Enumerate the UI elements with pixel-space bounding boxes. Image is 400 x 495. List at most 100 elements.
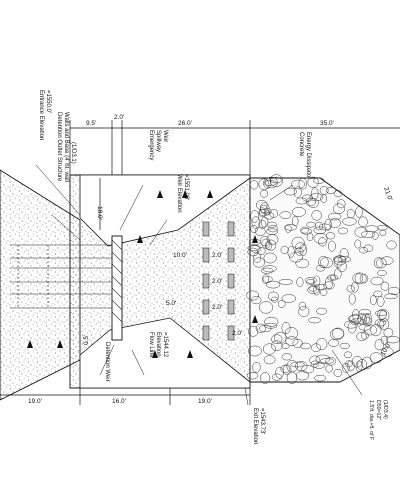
riprap-stone [376, 296, 385, 307]
riprap-stone [300, 226, 309, 234]
riprap-stone [364, 313, 372, 324]
svg-text:Detention Weir: Detention Weir [104, 342, 110, 382]
dim-side-small: 0.5' [83, 335, 90, 345]
riprap-stone [265, 176, 278, 189]
riprap-stone [281, 322, 291, 334]
riprap-stone [285, 336, 299, 346]
riprap-stone [328, 212, 342, 221]
flow-arrows [27, 190, 258, 358]
riprap-stone [266, 228, 279, 235]
riprap-stone [298, 301, 307, 311]
svg-text:Energy Dissipator: Energy Dissipator [305, 132, 311, 179]
energy-dissipator-riprap [249, 177, 400, 383]
svg-text:Concrete: Concrete [298, 132, 304, 157]
riprap-stone [271, 334, 283, 345]
riprap-stone [318, 255, 329, 269]
riprap-stone [363, 324, 377, 336]
riprap-stone [316, 337, 328, 351]
riprap-stone [255, 323, 266, 333]
svg-text:Emergency: Emergency [148, 130, 154, 160]
riprap-stone [315, 264, 326, 272]
riprap-stone [319, 358, 335, 364]
riprap-stone [328, 240, 336, 252]
riprap-stone [268, 291, 279, 301]
riprap-stone [295, 242, 307, 252]
riprap-stone [357, 313, 367, 326]
riprap-stone [339, 248, 349, 261]
riprap-stone [379, 229, 387, 237]
riprap-stone [384, 293, 398, 300]
riprap-stone [248, 345, 262, 357]
riprap-stone [354, 239, 362, 249]
riprap-stone [251, 216, 261, 229]
svg-text:=1551.00': =1551.00' [183, 174, 189, 200]
riprap-stone [308, 285, 318, 292]
riprap-stone [349, 313, 362, 326]
svg-text:Weir Elevation: Weir Elevation [176, 174, 182, 213]
riprap-stone [260, 189, 269, 198]
riprap-stone [342, 362, 350, 373]
svg-text:Detention Outlet Structure: Detention Outlet Structure [56, 112, 62, 182]
riprap-stone [262, 274, 269, 284]
riprap-stone [337, 227, 348, 235]
dim-bottom-mid: 16.0' [112, 398, 126, 405]
riprap-stone [265, 280, 281, 289]
riprap-stone [336, 199, 346, 209]
callout-detention-weir: Detention Weir [104, 342, 110, 382]
riprap-stone [361, 331, 369, 340]
riprap-stone [252, 361, 261, 373]
riprap-stone [380, 256, 394, 265]
riprap-stone [354, 273, 364, 284]
riprap-stone [355, 360, 363, 372]
detention-weir-wall [111, 235, 123, 341]
riprap-stone [374, 339, 385, 351]
riprap-stone [249, 179, 259, 190]
riprap-stone [277, 300, 286, 308]
riprap-stone [314, 374, 327, 382]
riprap-stone [309, 355, 321, 365]
riprap-stone [332, 255, 347, 263]
callout-weir-elevation: Weir Elevation =1551.00' [176, 174, 189, 213]
riprap-stone [255, 226, 266, 237]
riprap-stone [356, 332, 367, 341]
riprap-stone [358, 216, 368, 228]
svg-text:(1/D3.4): (1/D3.4) [382, 400, 388, 419]
dim-right-upper: 21.0' [382, 186, 393, 201]
riprap-stone [260, 216, 269, 228]
callout-concrete: Concrete Energy Dissipator [298, 132, 311, 179]
dim-top-left: 9.5' [86, 120, 96, 127]
callout-flow-line: Flow Line Elevation =1544.12 [148, 332, 168, 358]
riprap-stone [293, 186, 302, 198]
riprap-stone [286, 371, 298, 384]
riprap-stone [380, 335, 388, 345]
callout-detention-outlet: Detention Outlet Structure Walls and Bas… [56, 112, 76, 182]
riprap-stone [339, 342, 350, 349]
riprap-stone [348, 293, 356, 305]
riprap-stone [313, 226, 327, 234]
riprap-stone [267, 224, 279, 233]
riprap-stone [316, 307, 327, 315]
riprap-stone [258, 301, 274, 314]
riprap-stone [313, 362, 325, 369]
riprap-stone [333, 203, 345, 214]
riprap-stone [376, 257, 387, 269]
riprap-stone [308, 317, 321, 324]
pipe-hatching [10, 244, 112, 309]
riprap-stone [351, 355, 363, 368]
callout-entrance: Entrance Elevation =1550.0' [38, 90, 51, 140]
riprap-stone [369, 295, 377, 306]
riprap-stone [315, 354, 330, 364]
riprap-stone [255, 199, 268, 211]
riprap-stone [333, 190, 343, 197]
riprap-stone [263, 252, 277, 264]
svg-text:=1544.12: =1544.12 [162, 332, 168, 358]
riprap-stone [305, 197, 317, 207]
riprap-stone [343, 351, 353, 359]
riprap-stone [361, 231, 375, 238]
callout-riprap: 1.5'ft. dia.+ft. of F D50=12" (1/D3.4) [368, 400, 388, 440]
riprap-stone [247, 245, 260, 251]
riprap-stone [311, 210, 322, 221]
riprap-stone [274, 331, 287, 344]
svg-text:Weir: Weir [162, 130, 168, 142]
riprap-stone [319, 288, 328, 296]
